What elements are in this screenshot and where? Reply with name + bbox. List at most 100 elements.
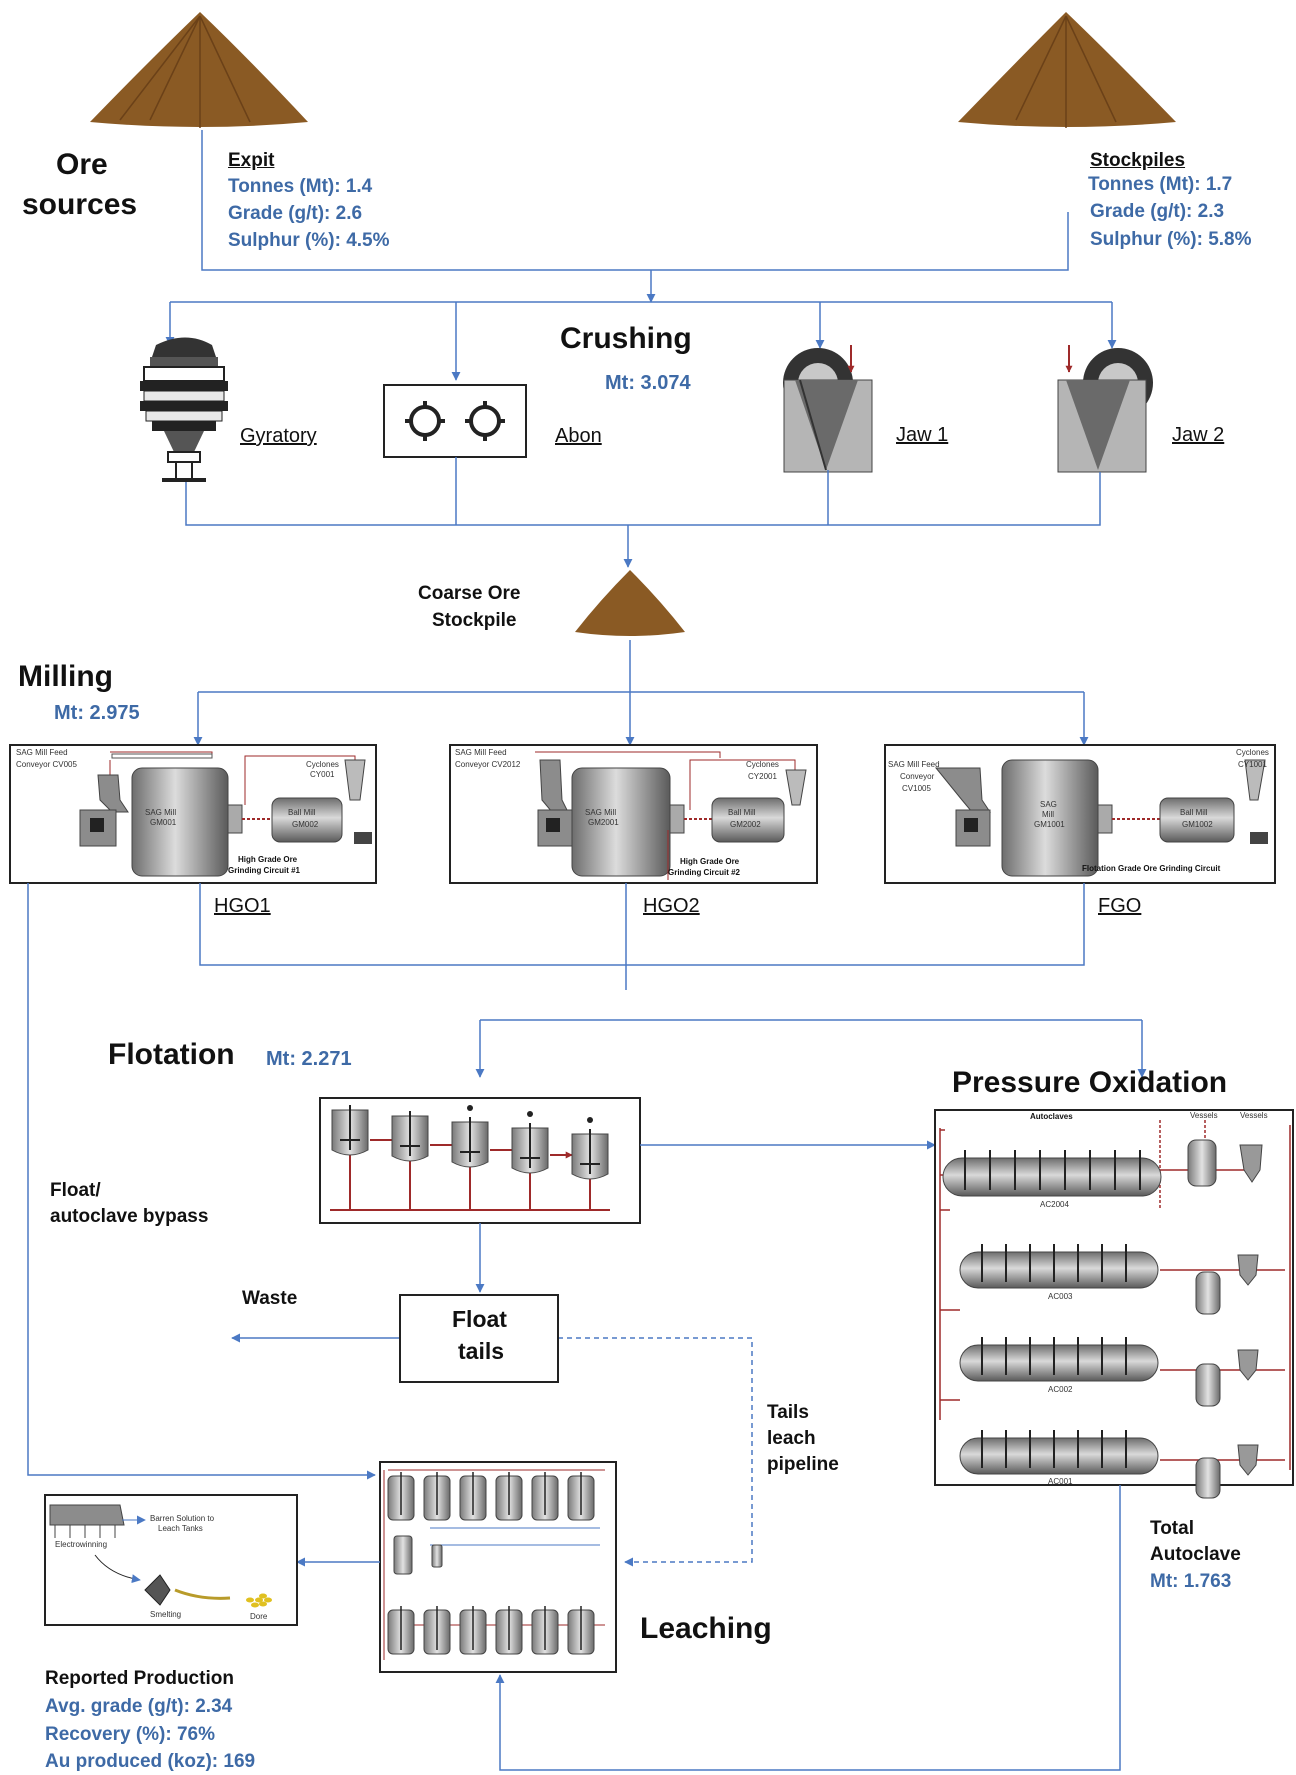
pox-unit-ac003: AC003 bbox=[1048, 1292, 1073, 1301]
crusher-label-gyratory: Gyratory bbox=[240, 425, 317, 447]
goldroom-dore-label: Dore bbox=[250, 1612, 268, 1621]
expit-tonnes: Tonnes (Mt): 1.4 bbox=[228, 176, 373, 197]
fgo-grinding-circuit bbox=[884, 744, 1276, 884]
circuit-label-hgo1: HGO1 bbox=[214, 895, 271, 917]
pox-title: Pressure Oxidation bbox=[952, 1066, 1228, 1099]
pox-unit-ac002: AC002 bbox=[1048, 1385, 1073, 1394]
fgo-feed-label-3: CV1005 bbox=[902, 784, 931, 793]
ore-sources-title-line1: Ore bbox=[56, 148, 108, 181]
leaching-title: Leaching bbox=[640, 1612, 772, 1645]
hgo2-caption-1: High Grade Ore bbox=[680, 857, 740, 866]
fgo-sag-label-1: SAG bbox=[1040, 800, 1057, 809]
hgo1-ball-label-1: Ball Mill bbox=[288, 808, 316, 817]
goldroom-smelting-label: Smelting bbox=[150, 1610, 182, 1619]
pox-autoclaves-label: Autoclaves bbox=[1030, 1112, 1073, 1121]
coarse-ore-label-line1: Coarse Ore bbox=[418, 583, 521, 604]
crusher-label-abon: Abon bbox=[555, 425, 602, 447]
fgo-sag-label-2: Mill bbox=[1042, 810, 1054, 819]
abon-crusher-icon bbox=[383, 384, 527, 458]
fgo-ball-label-2: GM1002 bbox=[1182, 820, 1213, 829]
milling-mt: Mt: 2.975 bbox=[54, 702, 140, 724]
hgo1-cyclone-label-1: Cyclones bbox=[306, 760, 339, 769]
pox-vessels-label-1: Vessels bbox=[1190, 1111, 1218, 1120]
crushing-mt: Mt: 3.074 bbox=[605, 372, 691, 394]
expit-grade: Grade (g/t): 2.6 bbox=[228, 203, 363, 224]
hgo2-caption-2: Grinding Circuit #2 bbox=[668, 868, 741, 877]
flotation-mt: Mt: 2.271 bbox=[266, 1048, 352, 1070]
crushing-title: Crushing bbox=[560, 322, 692, 355]
hgo2-sag-label-1: SAG Mill bbox=[585, 808, 617, 817]
ore-feed-lines bbox=[165, 130, 1117, 381]
hgo1-caption-1: High Grade Ore bbox=[238, 855, 298, 864]
production-au: Au produced (koz): 169 bbox=[45, 1751, 256, 1772]
milling-output-lines bbox=[27, 883, 1147, 1480]
hgo1-feed-label-2: Conveyor CV005 bbox=[16, 760, 77, 769]
flotation-output-lines bbox=[231, 1140, 936, 1567]
circuit-label-fgo: FGO bbox=[1098, 895, 1142, 917]
tails-leach-label-line1: Tails bbox=[767, 1402, 809, 1423]
hgo2-feed-label-1: SAG Mill Feed bbox=[455, 748, 507, 757]
leaching-tanks bbox=[379, 1461, 617, 1673]
bypass-label-line1: Float/ bbox=[50, 1180, 101, 1201]
goldroom-barren-label-1: Barren Solution to bbox=[150, 1514, 215, 1523]
hgo1-sag-label-2: GM001 bbox=[150, 818, 177, 827]
hgo2-grinding-circuit bbox=[449, 744, 818, 884]
hgo1-grinding-circuit bbox=[9, 744, 377, 884]
total-autoclave-mt: Mt: 1.763 bbox=[1150, 1571, 1232, 1592]
hgo1-feed-label-1: SAG Mill Feed bbox=[16, 748, 68, 757]
hgo1-ball-label-2: GM002 bbox=[292, 820, 319, 829]
expit-ore-pile-icon bbox=[90, 12, 308, 128]
gyratory-crusher-icon bbox=[140, 337, 228, 482]
hgo2-ball-label-2: GM2002 bbox=[730, 820, 761, 829]
hgo2-feed-label-2: Conveyor CV2012 bbox=[455, 760, 521, 769]
production-recovery: Recovery (%): 76% bbox=[45, 1724, 216, 1745]
jaw-2-crusher-icon bbox=[1057, 345, 1153, 473]
production-grade: Avg. grade (g/t): 2.34 bbox=[45, 1696, 233, 1717]
stockpiles-tonnes: Tonnes (Mt): 1.7 bbox=[1088, 174, 1233, 195]
coarse-ore-stockpile-icon bbox=[575, 570, 685, 636]
gold-room-diagram bbox=[44, 1494, 298, 1626]
fgo-cyclone-label-2: CY1001 bbox=[1238, 760, 1267, 769]
goldroom-barren-label-2: Leach Tanks bbox=[158, 1524, 203, 1533]
waste-label: Waste bbox=[242, 1288, 298, 1309]
fgo-sag-label-3: GM1001 bbox=[1034, 820, 1065, 829]
hgo2-cyclone-label-2: CY2001 bbox=[748, 772, 777, 781]
bypass-label-line2: autoclave bypass bbox=[50, 1206, 209, 1227]
crusher-output-lines bbox=[185, 457, 1101, 568]
coarse-ore-label-line2: Stockpile bbox=[432, 610, 517, 631]
mill-feed-lines bbox=[193, 640, 1089, 746]
fgo-caption-1: Flotation Grade Ore Grinding Circuit bbox=[1082, 864, 1221, 873]
pox-unit-ac001: AC001 bbox=[1048, 1477, 1073, 1486]
hgo1-cyclone-label-2: CY001 bbox=[310, 770, 335, 779]
hgo2-ball-label-1: Ball Mill bbox=[728, 808, 756, 817]
circuit-label-hgo2: HGO2 bbox=[643, 895, 700, 917]
crusher-label-jaw-1: Jaw 1 bbox=[896, 424, 949, 446]
stockpiles-name: Stockpiles bbox=[1090, 150, 1186, 171]
pressure-oxidation-autoclaves bbox=[934, 1109, 1294, 1499]
expit-sulphur: Sulphur (%): 4.5% bbox=[228, 230, 390, 251]
tails-leach-label-line2: leach bbox=[767, 1428, 816, 1449]
fgo-feed-label-2: Conveyor bbox=[900, 772, 935, 781]
hgo2-cyclone-label-1: Cyclones bbox=[746, 760, 779, 769]
pox-unit-ac2004: AC2004 bbox=[1040, 1200, 1069, 1209]
expit-name: Expit bbox=[228, 150, 275, 171]
float-tails-box bbox=[399, 1294, 559, 1383]
autoclave-to-leach-line bbox=[495, 1485, 1121, 1771]
ore-sources-title-line2: sources bbox=[22, 188, 138, 221]
tails-leach-label-line3: pipeline bbox=[767, 1454, 839, 1475]
hgo2-sag-label-2: GM2001 bbox=[588, 818, 619, 827]
flotation-title: Flotation bbox=[108, 1038, 235, 1071]
fgo-feed-label-1: SAG Mill Feed bbox=[888, 760, 940, 769]
milling-title: Milling bbox=[18, 660, 113, 693]
stockpiles-ore-pile-icon bbox=[958, 12, 1176, 128]
fgo-ball-label-1: Ball Mill bbox=[1180, 808, 1208, 817]
stockpiles-sulphur: Sulphur (%): 5.8% bbox=[1090, 229, 1252, 250]
stockpiles-grade: Grade (g/t): 2.3 bbox=[1090, 201, 1225, 222]
goldroom-electrowinning-label: Electrowinning bbox=[55, 1540, 108, 1549]
flotation-cells bbox=[319, 1097, 641, 1224]
production-title: Reported Production bbox=[45, 1668, 234, 1689]
hgo1-caption-2: Grinding Circuit #1 bbox=[228, 866, 301, 875]
total-autoclave-line1: Total bbox=[1150, 1518, 1194, 1539]
pox-vessels-label-2: Vessels bbox=[1240, 1111, 1268, 1120]
